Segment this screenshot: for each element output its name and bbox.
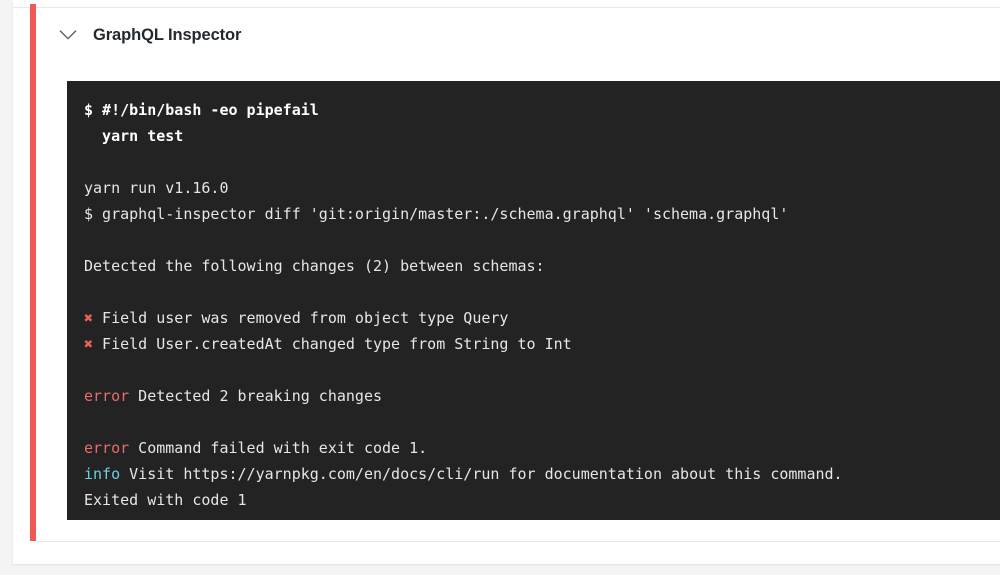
error-label: error	[84, 439, 130, 457]
breaking-change-icon: ✖	[84, 309, 94, 327]
log-line-blank	[84, 227, 1000, 253]
log-line-error: error Detected 2 breaking changes	[84, 383, 1000, 409]
info-label: info	[84, 465, 121, 483]
section-divider	[36, 541, 1000, 542]
log-line-text: Command failed with exit code 1.	[129, 439, 428, 457]
log-line-command: $ #!/bin/bash -eo pipefail	[84, 101, 319, 119]
log-line-blank	[84, 409, 1000, 435]
log-line-plain: Detected the following changes (2) betwe…	[84, 257, 545, 275]
log-line-failure: ✖ Field user was removed from object typ…	[84, 305, 1000, 331]
build-log-terminal[interactable]: $ #!/bin/bash -eo pipefail yarn test yar…	[67, 81, 1000, 520]
card-top-divider	[13, 7, 1000, 8]
log-line-plain: yarn run v1.16.0	[84, 179, 229, 197]
check-title: GraphQL Inspector	[93, 25, 242, 44]
log-line-command: yarn test	[84, 127, 184, 145]
log-line-text: Field user was removed from object type …	[93, 309, 509, 327]
error-label: error	[84, 387, 130, 405]
log-line-info: info Visit https://yarnpkg.com/en/docs/c…	[84, 461, 1000, 487]
log-line-plain: $ graphql-inspector diff 'git:origin/mas…	[84, 205, 789, 223]
card-footer	[13, 542, 1000, 564]
chevron-down-icon[interactable]	[56, 23, 80, 47]
log-line-failure: ✖ Field User.createdAt changed type from…	[84, 331, 1000, 357]
log-line-text: Detected 2 breaking changes	[129, 387, 383, 405]
log-line-blank	[84, 149, 1000, 175]
breaking-change-icon: ✖	[84, 335, 94, 353]
check-status-rail	[30, 4, 36, 541]
log-line-plain: Exited with code 1	[84, 491, 247, 509]
log-line-error: error Command failed with exit code 1.	[84, 435, 1000, 461]
log-line-blank	[84, 357, 1000, 383]
build-log-lines: $ #!/bin/bash -eo pipefail yarn test yar…	[67, 81, 1000, 513]
log-line-text: Visit https://yarnpkg.com/en/docs/cli/ru…	[120, 465, 843, 483]
log-line-text: Field User.createdAt changed type from S…	[93, 335, 572, 353]
log-line-blank	[84, 279, 1000, 305]
check-header[interactable]: GraphQL Inspector	[56, 20, 241, 50]
